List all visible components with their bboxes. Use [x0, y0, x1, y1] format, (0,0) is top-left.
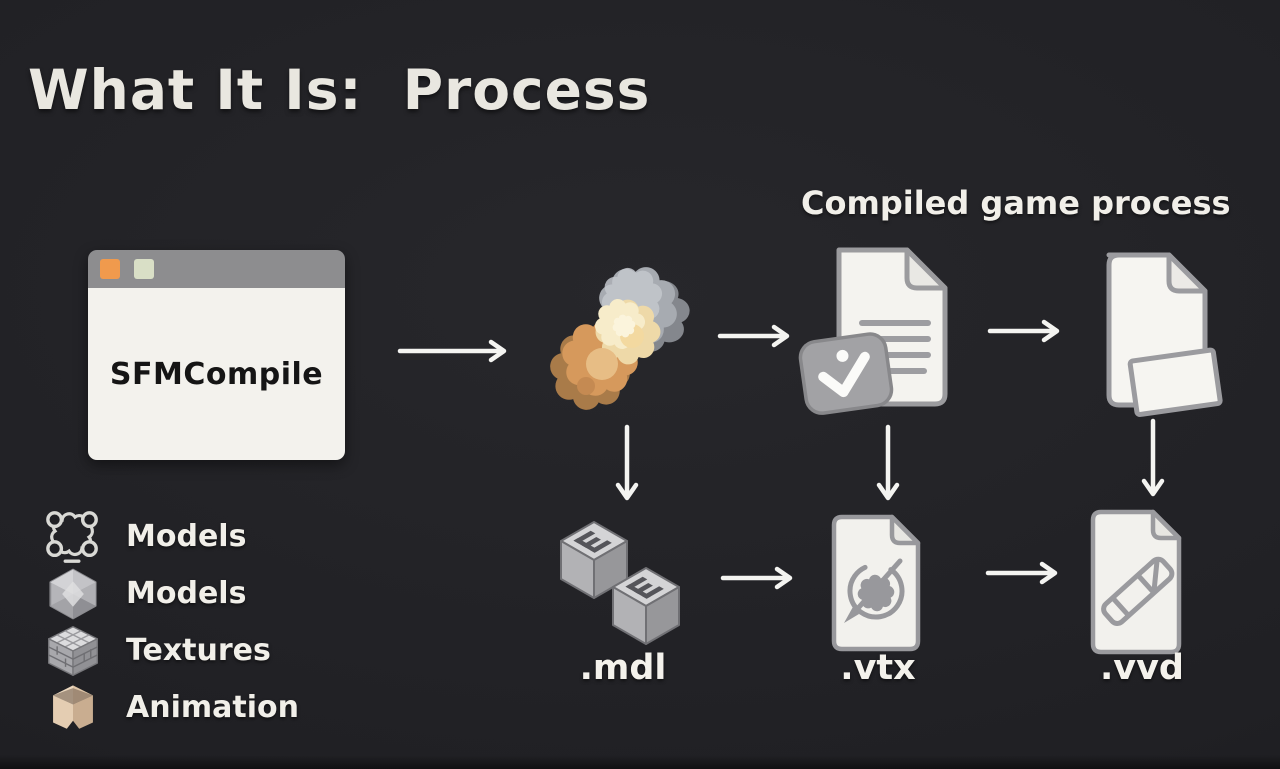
legend-label: Textures	[126, 633, 271, 668]
app-window: SFMCompile	[88, 250, 345, 460]
window-body: SFMCompile	[88, 288, 345, 460]
window-label: SFMCompile	[109, 356, 324, 392]
solid-model-cube-icon	[40, 566, 106, 622]
legend-label: Animation	[126, 690, 299, 725]
window-titlebar	[88, 250, 345, 288]
bottom-shade	[0, 755, 1280, 769]
compiled-document-copy-icon	[1106, 252, 1223, 417]
wireframe-model-icon	[40, 508, 106, 566]
legend-item-textures: Textures	[40, 622, 299, 679]
legend-item-models-solid: Models	[40, 565, 299, 622]
legend: Models Models	[40, 508, 299, 736]
arrow-mdl-to-vtx	[720, 566, 793, 590]
file-label-vtx: .vtx	[840, 648, 916, 688]
compiled-document-check-icon	[798, 247, 948, 415]
texture-cube-icon	[40, 623, 106, 679]
legend-label: Models	[126, 576, 247, 611]
legend-item-models-wireframe: Models	[40, 508, 299, 565]
arrow-copy-down-vvd	[1141, 418, 1165, 497]
mdl-cubes-icon	[560, 521, 680, 645]
titlebar-green-button-icon	[134, 259, 154, 279]
arrow-compiled-down-vtx	[876, 424, 900, 501]
arrow-source-to-compiled	[717, 324, 790, 348]
vvd-file-icon	[1090, 509, 1182, 655]
animation-box-icon	[40, 679, 106, 737]
legend-item-animation: Animation	[40, 679, 299, 736]
arrow-window-to-source	[397, 339, 507, 363]
arrow-vtx-to-vvd	[985, 561, 1058, 585]
arrow-compiled-to-copy	[987, 319, 1060, 343]
legend-label: Models	[126, 519, 247, 554]
source-assets-cluster-icon	[538, 252, 698, 422]
page-title: What It Is: Process	[28, 58, 651, 122]
checkmark-badge-icon	[798, 332, 894, 415]
file-label-vvd: .vvd	[1100, 648, 1184, 688]
titlebar-orange-button-icon	[100, 259, 120, 279]
arrow-source-down-mdl	[615, 424, 639, 501]
file-label-mdl: .mdl	[579, 648, 667, 688]
vtx-file-icon	[831, 514, 921, 652]
compiled-process-heading: Compiled game process	[801, 184, 1231, 222]
